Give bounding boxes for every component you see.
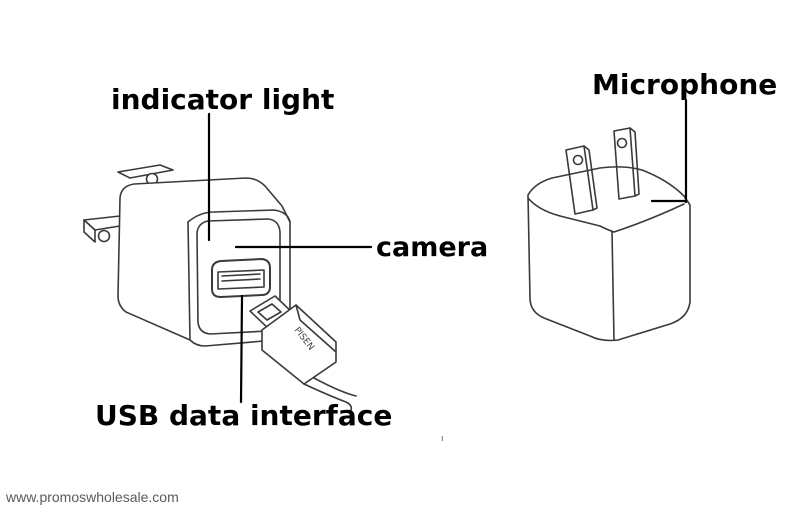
usb-leader: [239, 294, 244, 404]
camera-label: camera: [376, 232, 489, 263]
indicator-light-label: indicator light: [111, 83, 335, 116]
tiny-mark: ı: [441, 434, 444, 444]
usb-data-interface-label: USB data interface: [95, 399, 393, 432]
watermark: www.promoswholesale.com: [6, 489, 179, 505]
usb-cable: [249, 295, 357, 413]
right-charger: [527, 127, 691, 342]
leader-lines: [207, 98, 688, 404]
microphone-label: Microphone: [592, 68, 778, 101]
